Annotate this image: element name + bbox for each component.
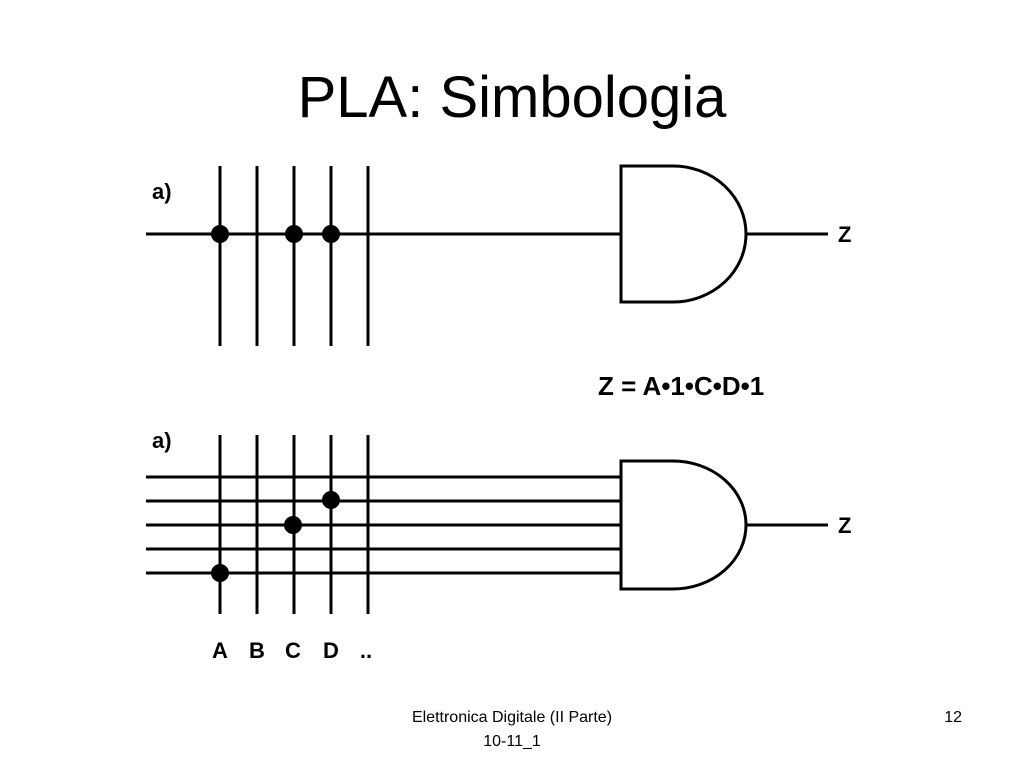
input-label-c: C bbox=[285, 638, 301, 663]
page-title: PLA: Simbologia bbox=[297, 65, 727, 130]
input-label-a: A bbox=[212, 638, 228, 663]
connection-dot-d bbox=[322, 491, 340, 509]
input-label-more: .. bbox=[360, 638, 372, 663]
connection-dot-a bbox=[211, 564, 229, 582]
output-label-a: Z bbox=[838, 222, 851, 247]
connection-dot-c bbox=[285, 225, 303, 243]
equation: Z = A•1•C•D•1 bbox=[598, 371, 764, 401]
connection-dot-a bbox=[211, 225, 229, 243]
output-label-b: Z bbox=[838, 513, 851, 538]
diagram-a-input-lines bbox=[218, 166, 370, 346]
diagram-b-bus-lines bbox=[146, 475, 621, 575]
connection-dot-d bbox=[322, 225, 340, 243]
page-number: 12 bbox=[944, 709, 962, 726]
footer: Elettronica Digitale (II Parte) 10-11_1 bbox=[312, 706, 712, 754]
diagram-a: a) Z Z = A•1•C•D•1 bbox=[146, 164, 851, 401]
diagram-b-label: a) bbox=[152, 428, 172, 453]
and-gate-a bbox=[619, 164, 748, 304]
and-gate-b bbox=[619, 459, 748, 591]
input-label-b: B bbox=[249, 638, 265, 663]
diagram-a-label: a) bbox=[152, 179, 172, 204]
footer-course: Elettronica Digitale (II Parte) bbox=[411, 709, 613, 726]
diagram-b: a) Z A B C D .. bbox=[146, 428, 851, 663]
footer-code: 10-11_1 bbox=[483, 733, 541, 750]
input-label-d: D bbox=[323, 638, 339, 663]
connection-dot-c bbox=[284, 516, 302, 534]
